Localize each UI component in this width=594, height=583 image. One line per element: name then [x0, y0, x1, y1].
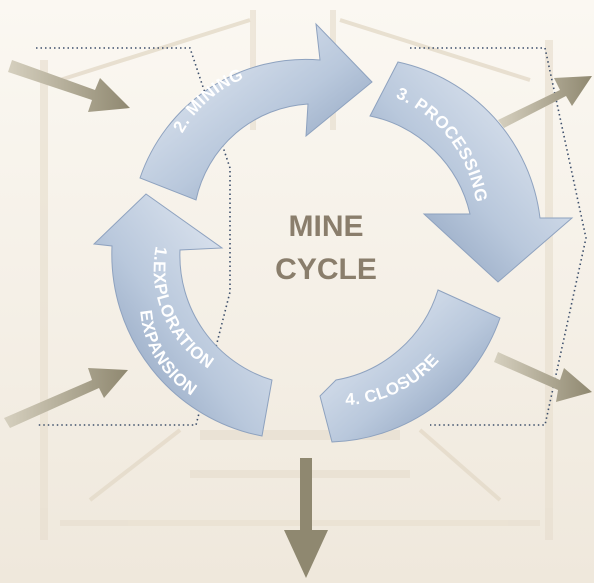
segment-closure	[319, 289, 501, 443]
segment-processing	[369, 61, 574, 283]
center-title-line1: MINE	[289, 210, 364, 243]
segment-mining	[139, 22, 373, 201]
input-arrow-top-left	[8, 60, 130, 112]
input-arrow-bottom-left	[4, 368, 128, 428]
output-arrow-top-right	[498, 76, 592, 128]
output-arrow-bottom-right	[494, 352, 592, 402]
center-title-line2: CYCLE	[275, 253, 377, 286]
segment-exploration	[92, 193, 273, 437]
output-arrow-bottom	[284, 458, 328, 578]
dotted-boundary	[36, 47, 587, 426]
